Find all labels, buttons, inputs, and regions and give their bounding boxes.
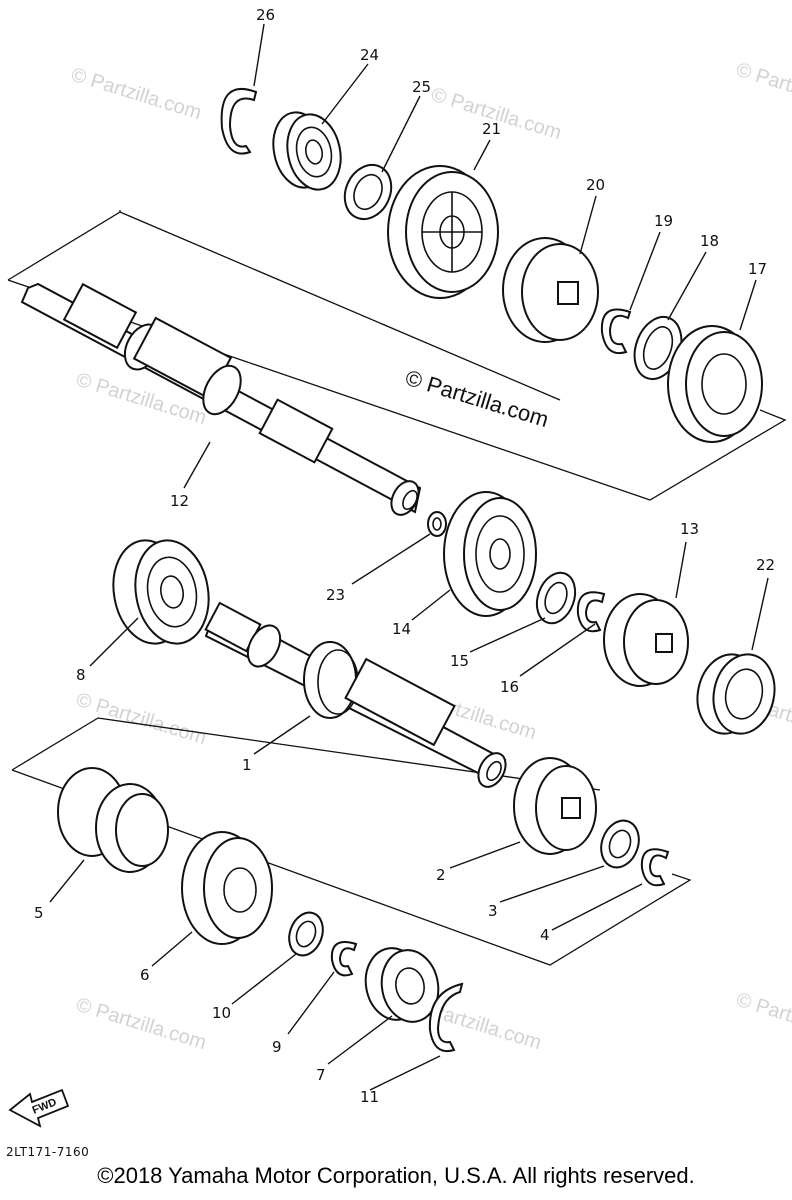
callout-12: 12: [170, 492, 189, 510]
circlip-26: [220, 87, 258, 155]
callout-8: 8: [76, 666, 86, 684]
callout-9: 9: [272, 1038, 282, 1056]
gear-6: [181, 831, 273, 945]
washer-15: [535, 571, 577, 625]
drive-shaft-1: [204, 601, 507, 788]
gear-2: [513, 757, 597, 855]
gear-20: [502, 237, 599, 343]
callout-24: 24: [360, 46, 379, 64]
gear-13: [603, 593, 689, 687]
callout-10: 10: [212, 1004, 231, 1022]
bearing-7: [364, 947, 440, 1023]
callout-1: 1: [242, 756, 252, 774]
frame-line: [119, 211, 561, 401]
callout-14: 14: [392, 620, 411, 638]
callout-25: 25: [412, 78, 431, 96]
callout-2: 2: [436, 866, 446, 884]
callout-3: 3: [488, 902, 498, 920]
circlip-11: [428, 982, 464, 1052]
leader-lines: [49, 23, 769, 1091]
center-watermark: © Partzilla.com: [403, 365, 552, 432]
washer-3: [600, 819, 640, 869]
watermark-text: © Partzilla.com: [74, 994, 209, 1054]
collar-23: [427, 511, 447, 537]
frame-line: [7, 279, 787, 501]
callout-20: 20: [586, 176, 605, 194]
callout-22: 22: [756, 556, 775, 574]
callout-13: 13: [680, 520, 699, 538]
callout-4: 4: [540, 926, 550, 944]
assembly-frames: [7, 210, 787, 966]
callout-11: 11: [360, 1088, 379, 1106]
callout-26: 26: [256, 6, 275, 24]
callout-labels: 1 2 3 4 5 6 7 8 9 10 11 12 13 14 15 16 1…: [34, 6, 775, 1106]
callout-19: 19: [654, 212, 673, 230]
circlip-9: [330, 941, 358, 977]
circlip-16: [576, 591, 606, 633]
circlip-4: [640, 848, 670, 887]
callout-16: 16: [500, 678, 519, 696]
callout-18: 18: [700, 232, 719, 250]
fwd-arrow-icon: FWD: [8, 1088, 70, 1128]
washer-25: [343, 163, 393, 221]
gear-14: [443, 491, 537, 617]
gear-21: [387, 165, 499, 299]
callout-23: 23: [326, 586, 345, 604]
frame-line: [7, 210, 121, 281]
watermark-text: © Partzilla.com: [734, 59, 792, 119]
callout-7: 7: [316, 1066, 326, 1084]
gear-17: [667, 325, 763, 443]
main-shaft-12: [20, 282, 422, 516]
callout-6: 6: [140, 966, 150, 984]
callout-21: 21: [482, 120, 501, 138]
watermark-text: © Partzilla.com: [74, 689, 209, 749]
callout-17: 17: [748, 260, 767, 278]
frame-line: [11, 717, 601, 791]
bearing-8: [112, 539, 210, 645]
callout-5: 5: [34, 904, 44, 922]
bearing-24: [272, 111, 342, 191]
circlip-19: [600, 308, 632, 354]
copyright-notice: ©2018 Yamaha Motor Corporation, U.S.A. A…: [97, 1163, 695, 1188]
bearing-22: [696, 653, 776, 735]
watermark-text: © Partzilla.com: [734, 989, 792, 1049]
callout-15: 15: [450, 652, 469, 670]
frame-line: [11, 769, 692, 966]
part-code: 2LT171-7160: [6, 1145, 90, 1159]
watermark-text: © Partzilla.com: [69, 64, 204, 124]
washer-10: [288, 911, 324, 957]
gear-5: [57, 767, 169, 873]
